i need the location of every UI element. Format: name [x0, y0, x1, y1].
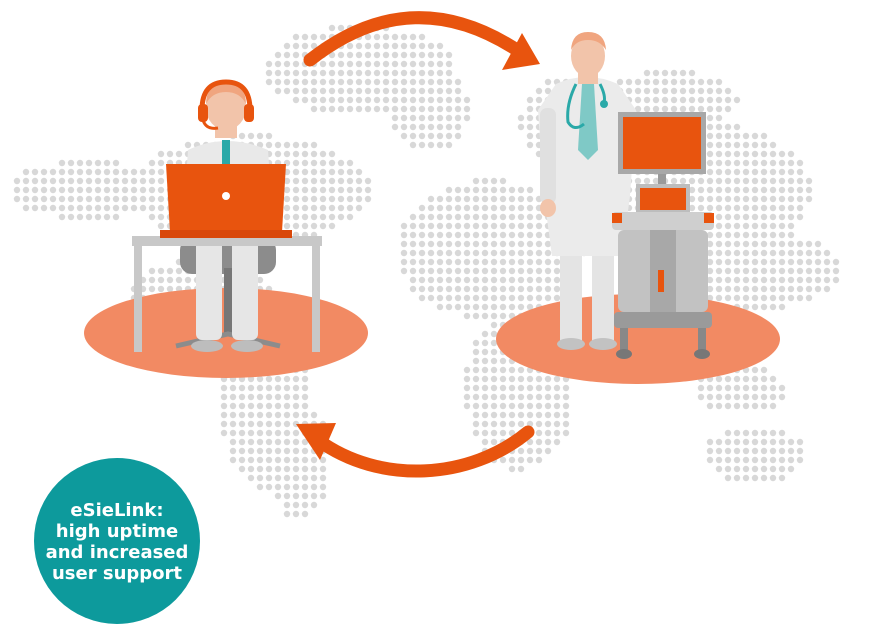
badge-text: eSieLink: high uptime and increased user… — [46, 498, 189, 584]
laptop-icon — [160, 164, 292, 238]
badge-line-2: high uptime — [55, 521, 179, 542]
top-curved-arrow — [303, 11, 540, 70]
badge-line-3: and increased — [45, 542, 189, 563]
bottom-curved-arrow — [296, 423, 535, 478]
stethoscope-icon — [566, 83, 608, 129]
support-technician — [132, 79, 322, 352]
badge-line-4: user support — [51, 563, 183, 584]
ultrasound-cart — [612, 112, 714, 359]
doctor — [538, 32, 636, 350]
eSieLink-badge: eSieLink: high uptime and increased user… — [34, 458, 200, 624]
badge-line-1: eSieLink: — [70, 500, 164, 521]
headset-icon — [198, 79, 254, 130]
